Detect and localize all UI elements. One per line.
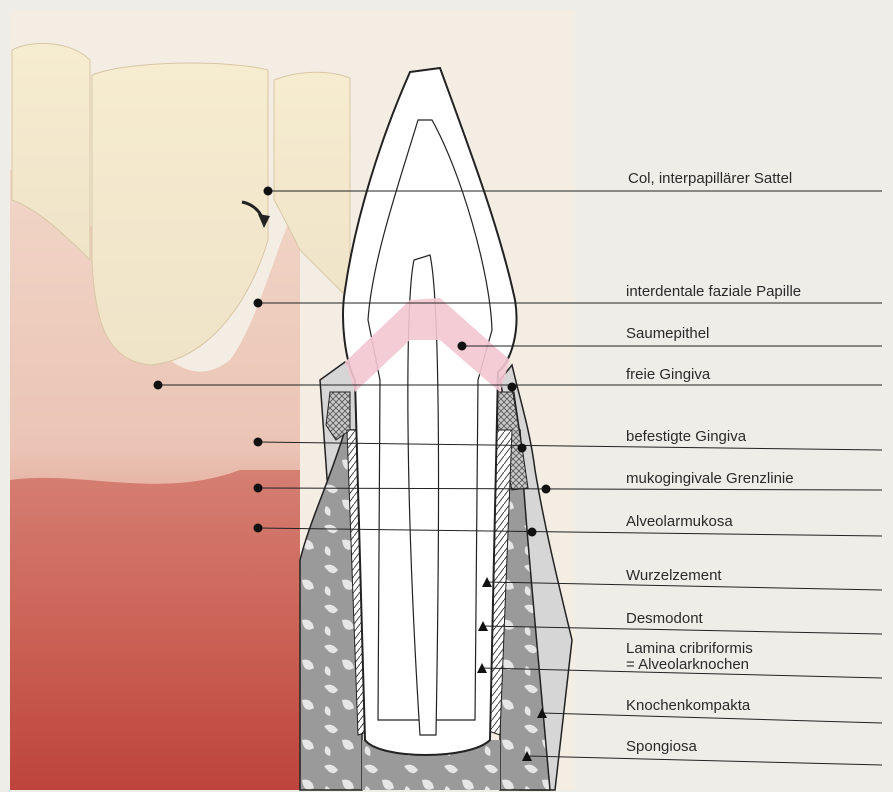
label-befestigte-gingiva: befestigte Gingiva bbox=[626, 428, 746, 445]
marker-alveolarmukosa-section bbox=[528, 528, 537, 537]
marker-mukogingival-section bbox=[542, 485, 551, 494]
label-col: Col, interpapillärer Sattel bbox=[628, 170, 792, 187]
marker-saumepithel bbox=[458, 342, 467, 351]
label-spongiosa: Spongiosa bbox=[626, 738, 697, 755]
marker-papille bbox=[254, 299, 263, 308]
label-knochenkompakta: Knochenkompakta bbox=[626, 697, 750, 714]
label-alveolarmukosa: Alveolarmukosa bbox=[626, 513, 733, 530]
label-interdentale-papille: interdentale faziale Papille bbox=[626, 283, 801, 300]
marker-befestigte-gingiva-section bbox=[518, 444, 527, 453]
label-lamina-cribriformis: Lamina cribriformis bbox=[626, 640, 753, 657]
marker-befestigte-gingiva bbox=[254, 438, 263, 447]
label-mukogingivale-grenzlinie: mukogingivale Grenzlinie bbox=[626, 470, 794, 487]
marker-col bbox=[264, 187, 273, 196]
marker-freie-gingiva bbox=[154, 381, 163, 390]
label-desmodont: Desmodont bbox=[626, 610, 703, 627]
marker-mukogingival bbox=[254, 484, 263, 493]
mucosa-red-patch bbox=[10, 470, 300, 790]
label-freie-gingiva: freie Gingiva bbox=[626, 366, 710, 383]
marker-alveolarmukosa bbox=[254, 524, 263, 533]
label-wurzelzement: Wurzelzement bbox=[626, 567, 722, 584]
label-alveolarknochen: = Alveolarknochen bbox=[626, 656, 749, 673]
marker-freie-gingiva-section bbox=[508, 383, 517, 392]
label-saumepithel: Saumepithel bbox=[626, 325, 709, 342]
